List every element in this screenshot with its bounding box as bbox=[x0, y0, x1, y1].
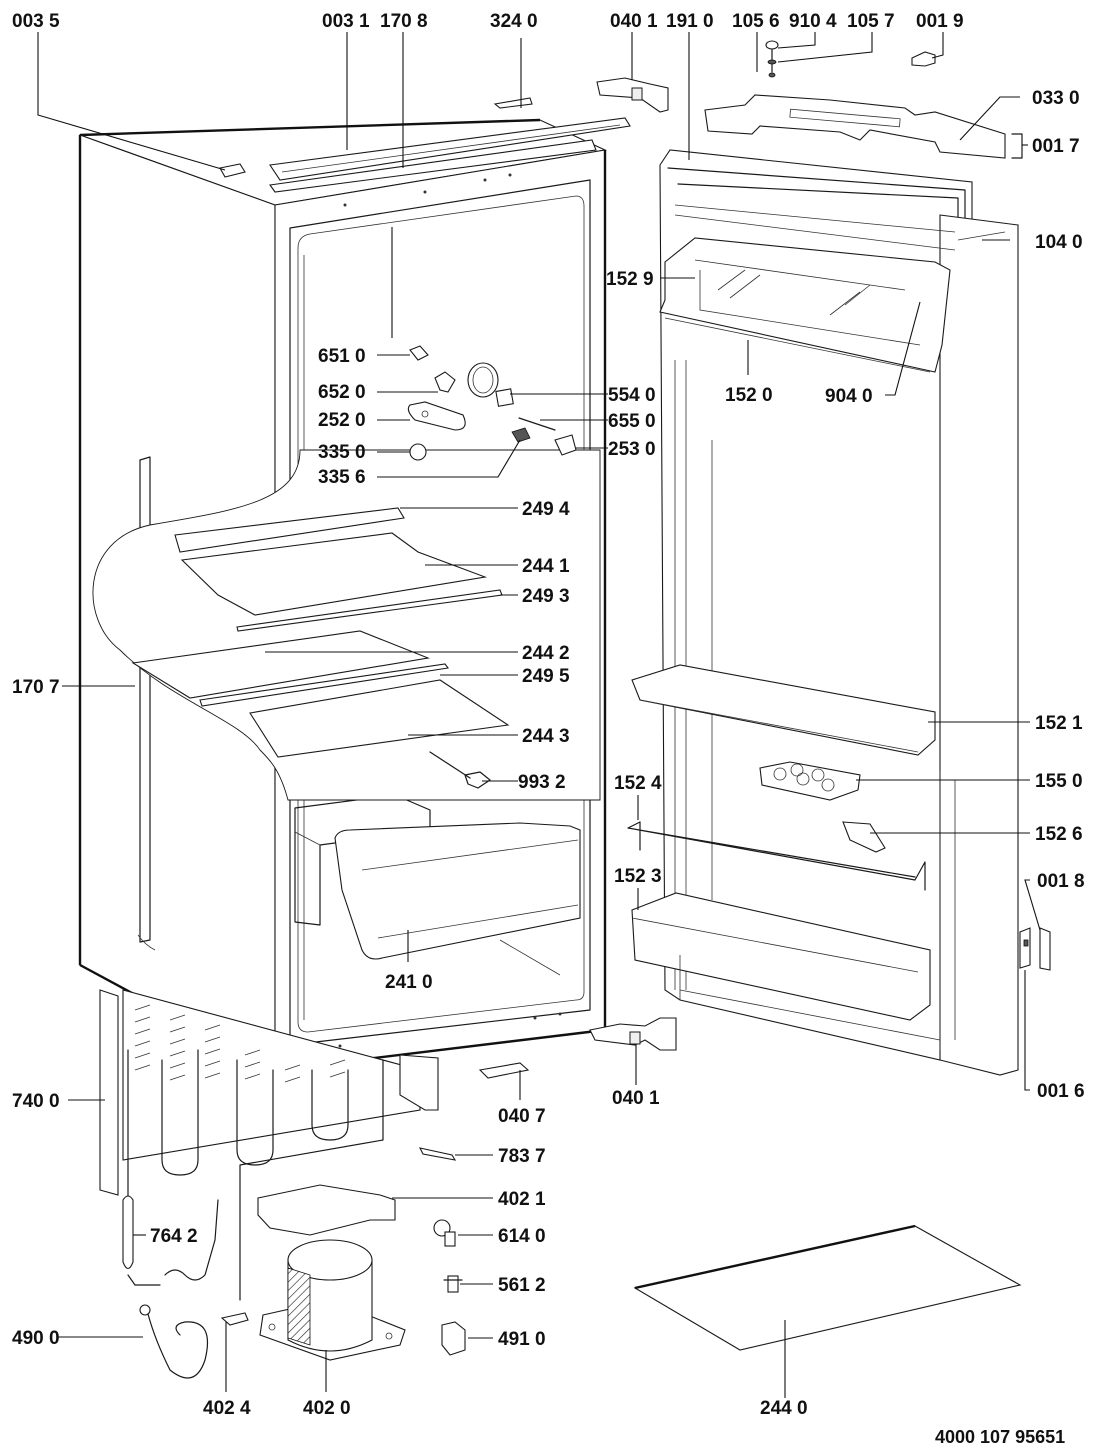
shelf-trim-2494 bbox=[174, 507, 405, 553]
callout-9932: 993 2 bbox=[518, 772, 566, 793]
callout-4021: 402 1 bbox=[498, 1189, 546, 1210]
callout-6510: 651 0 bbox=[318, 346, 366, 367]
part-9932 bbox=[429, 751, 491, 789]
part-0019 bbox=[911, 51, 936, 67]
callout-0035: 003 5 bbox=[12, 11, 60, 32]
callout-0019: 001 9 bbox=[916, 11, 964, 32]
callout-7400: 740 0 bbox=[12, 1091, 60, 1112]
door-outer-panel bbox=[939, 214, 1019, 1076]
callout-6140: 614 0 bbox=[498, 1226, 546, 1247]
part-7837 bbox=[418, 1147, 457, 1161]
callout-labels: 003 5 003 1 170 8 324 0 040 1 191 0 105 … bbox=[12, 11, 1085, 1447]
callout-3356: 335 6 bbox=[318, 467, 366, 488]
callout-2410: 241 0 bbox=[385, 972, 433, 993]
callout-1520: 152 0 bbox=[725, 385, 773, 406]
callout-2493: 249 3 bbox=[522, 586, 570, 607]
callout-0401-top: 040 1 bbox=[610, 11, 658, 32]
callout-4910: 491 0 bbox=[498, 1329, 546, 1350]
part-5612 bbox=[443, 1275, 463, 1293]
callout-1707: 170 7 bbox=[12, 677, 60, 698]
callout-0407: 040 7 bbox=[498, 1106, 546, 1127]
callout-2441: 244 1 bbox=[522, 556, 570, 577]
callout-3240: 324 0 bbox=[490, 11, 538, 32]
thermostat-parts bbox=[407, 345, 577, 461]
bottle-rail bbox=[627, 821, 926, 891]
callout-1057: 105 7 bbox=[847, 11, 895, 32]
callout-1521: 152 1 bbox=[1035, 713, 1083, 734]
callout-0016: 001 6 bbox=[1037, 1081, 1085, 1102]
callout-2440: 244 0 bbox=[760, 1398, 808, 1419]
compressor-tray bbox=[257, 1184, 396, 1236]
callout-2495: 249 5 bbox=[522, 666, 570, 687]
callout-2443: 244 3 bbox=[522, 726, 570, 747]
callout-2530: 253 0 bbox=[608, 439, 656, 460]
condenser bbox=[99, 989, 439, 1301]
callout-0031: 003 1 bbox=[322, 11, 370, 32]
callout-1523: 152 3 bbox=[614, 866, 662, 887]
callout-6520: 652 0 bbox=[318, 382, 366, 403]
part-6140 bbox=[433, 1219, 456, 1247]
callout-1910: 191 0 bbox=[666, 11, 714, 32]
callout-1524: 152 4 bbox=[614, 773, 662, 794]
adjuster-screw bbox=[765, 40, 779, 78]
callout-0330: 033 0 bbox=[1032, 88, 1080, 109]
glass-shelf-2441 bbox=[180, 532, 488, 616]
callout-4024: 402 4 bbox=[203, 1398, 251, 1419]
hinge-top bbox=[596, 77, 669, 113]
crisper-drawer bbox=[334, 822, 581, 960]
glass-shelf-2443 bbox=[249, 679, 510, 758]
egg-tray bbox=[759, 761, 861, 801]
filter-drier bbox=[122, 1049, 219, 1286]
glass-shelf-2442 bbox=[131, 630, 431, 699]
document-number: 4000 107 95651 bbox=[935, 1427, 1065, 1447]
callout-2494: 249 4 bbox=[522, 499, 570, 520]
callout-6550: 655 0 bbox=[608, 411, 656, 432]
callout-4900: 490 0 bbox=[12, 1328, 60, 1349]
callout-7837: 783 7 bbox=[498, 1146, 546, 1167]
side-hinge bbox=[1019, 927, 1051, 971]
callout-7642: 764 2 bbox=[150, 1226, 198, 1247]
callout-4020: 402 0 bbox=[303, 1398, 351, 1419]
callout-0401-bottom: 040 1 bbox=[612, 1088, 660, 1109]
callout-5540: 554 0 bbox=[608, 385, 656, 406]
callout-3350: 335 0 bbox=[318, 442, 366, 463]
callout-1040: 104 0 bbox=[1035, 232, 1083, 253]
part-0407 bbox=[478, 1062, 530, 1079]
callout-2520: 252 0 bbox=[318, 410, 366, 431]
part-4910 bbox=[441, 1321, 466, 1356]
callout-0017: 001 7 bbox=[1032, 136, 1080, 157]
part-1526 bbox=[842, 821, 886, 853]
callout-9104: 910 4 bbox=[789, 11, 837, 32]
callout-0018: 001 8 bbox=[1037, 871, 1085, 892]
door-assembly bbox=[627, 149, 1019, 1076]
callout-9040: 904 0 bbox=[825, 386, 873, 407]
door-shelf-lower bbox=[631, 892, 931, 1021]
leader-lines bbox=[37, 32, 1041, 1398]
callout-1550: 155 0 bbox=[1035, 771, 1083, 792]
door-mounting-rail bbox=[704, 94, 1006, 159]
callout-1526: 152 6 bbox=[1035, 824, 1083, 845]
callout-1529: 152 9 bbox=[606, 269, 654, 290]
compressor bbox=[259, 1239, 406, 1361]
callout-5612: 561 2 bbox=[498, 1275, 546, 1296]
power-cord bbox=[139, 1304, 209, 1379]
part-4024 bbox=[220, 1312, 249, 1326]
callout-1056: 105 6 bbox=[732, 11, 780, 32]
shelves bbox=[131, 507, 510, 758]
part-3240 bbox=[493, 97, 533, 109]
part-0017 bbox=[1011, 133, 1023, 159]
shelf-trim-2495 bbox=[199, 663, 449, 707]
callout-2442: 244 2 bbox=[522, 643, 570, 664]
top-rails bbox=[269, 117, 631, 193]
part-0035 bbox=[219, 163, 246, 178]
callout-1708: 170 8 bbox=[380, 11, 428, 32]
